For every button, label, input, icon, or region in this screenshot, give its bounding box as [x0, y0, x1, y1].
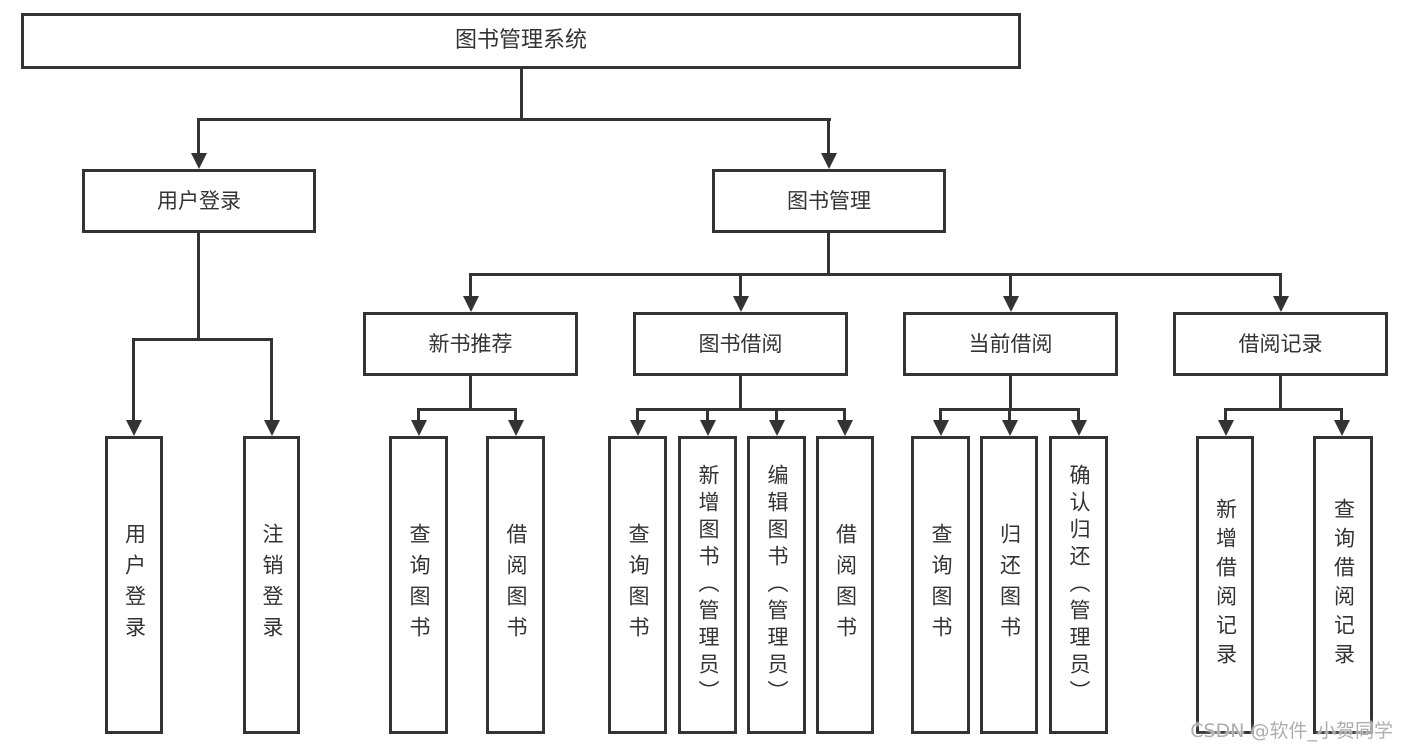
arrowhead-leaf-d3: [1071, 420, 1087, 436]
node-user-login-label: 用户登录: [157, 188, 241, 213]
connector-current-borrow-stem: [1009, 376, 1012, 408]
connector-leaf-b1-drop: [417, 408, 420, 421]
leaf-borrow-book-borrow: 借阅图书: [816, 436, 874, 734]
leaf-query-book-borrow: 查询图书: [608, 436, 667, 734]
connector-leaf-e2-drop: [1340, 408, 1343, 421]
leaf-return-book-label: 归还图书: [997, 523, 1022, 647]
leaf-query-book-current: 查询图书: [911, 436, 970, 734]
connector-leaf-d1-drop: [939, 408, 942, 421]
arrowhead-user-login: [191, 153, 207, 169]
arrowhead-leaf-c2: [700, 420, 716, 436]
connector-leaf-a1-drop: [132, 338, 135, 421]
connector-leaf-d3-drop: [1077, 408, 1080, 421]
leaf-edit-book-admin-label: 编辑图书（管理员）: [765, 463, 789, 707]
node-book-mgmt-label: 图书管理: [787, 188, 871, 213]
arrowhead-borrow-records: [1273, 296, 1289, 312]
connector-groupA-rail: [132, 338, 273, 341]
arrowhead-new-book-rec: [463, 296, 479, 312]
node-borrow-records-label: 借阅记录: [1238, 331, 1323, 356]
leaf-query-book-newrec-label: 查询图书: [407, 523, 431, 647]
connector-user-login-stem: [197, 233, 200, 338]
leaf-add-borrow-record-label: 新增借阅记录: [1213, 498, 1238, 672]
arrowhead-leaf-b2: [508, 420, 524, 436]
connector-leaf-c4-drop: [843, 408, 846, 421]
connector-new-book-rec-drop: [469, 273, 472, 297]
connector-groupE-rail: [1224, 408, 1343, 411]
leaf-logout-label: 注销登录: [260, 523, 284, 647]
arrowhead-leaf-e2: [1334, 420, 1350, 436]
connector-leaf-c2-drop: [706, 408, 709, 421]
connector-level1-rail: [197, 118, 831, 121]
leaf-query-borrow-record: 查询借阅记录: [1313, 436, 1373, 734]
connector-book-borrow-drop: [739, 273, 742, 297]
arrowhead-book-borrow: [733, 296, 749, 312]
leaf-confirm-return-admin: 确认归还（管理员）: [1049, 436, 1108, 734]
leaf-query-book-current-label: 查询图书: [929, 523, 953, 647]
arrowhead-leaf-d2: [1002, 420, 1018, 436]
connector-borrow-records-stem: [1279, 376, 1282, 408]
leaf-query-book-newrec: 查询图书: [389, 436, 448, 734]
arrowhead-leaf-c3: [769, 420, 785, 436]
leaf-borrow-book-borrow-label: 借阅图书: [833, 523, 858, 647]
leaf-logout: 注销登录: [243, 436, 300, 734]
connector-leaf-a2-drop: [270, 338, 273, 421]
arrowhead-leaf-a2: [264, 420, 280, 436]
leaf-return-book: 归还图书: [980, 436, 1038, 734]
connector-groupB-rail: [417, 408, 517, 411]
node-current-borrow-label: 当前借阅: [968, 331, 1053, 356]
node-new-book-rec: 新书推荐: [363, 312, 578, 376]
node-new-book-rec-label: 新书推荐: [428, 331, 513, 356]
connector-level2-rail: [469, 273, 1282, 276]
node-current-borrow: 当前借阅: [903, 312, 1118, 376]
connector-book-mgmt-stem: [827, 233, 830, 273]
leaf-query-book-borrow-label: 查询图书: [626, 523, 650, 647]
arrowhead-leaf-b1: [411, 420, 427, 436]
connector-leaf-e1-drop: [1224, 408, 1227, 421]
node-book-borrow: 图书借阅: [633, 312, 848, 376]
node-root: 图书管理系统: [21, 13, 1021, 69]
arrowhead-leaf-e1: [1218, 420, 1234, 436]
csdn-watermark: CSDN @软件_小贺同学: [1190, 720, 1393, 742]
arrowhead-leaf-d1: [933, 420, 949, 436]
connector-leaf-c1-drop: [636, 408, 639, 421]
leaf-confirm-return-admin-label: 确认归还（管理员）: [1067, 463, 1091, 707]
leaf-user-login-label: 用户登录: [122, 523, 147, 647]
connector-root-stem: [520, 69, 523, 118]
connector-leaf-d2-drop: [1008, 408, 1011, 421]
leaf-edit-book-admin: 编辑图书（管理员）: [747, 436, 806, 734]
leaf-add-book-admin: 新增图书（管理员）: [678, 436, 737, 734]
arrowhead-leaf-c4: [837, 420, 853, 436]
arrowhead-current-borrow: [1003, 296, 1019, 312]
connector-groupC-rail: [636, 408, 846, 411]
arrowhead-leaf-c1: [630, 420, 646, 436]
connector-user-login-drop: [197, 118, 200, 154]
leaf-query-borrow-record-label: 查询借阅记录: [1331, 498, 1356, 672]
leaf-borrow-book-newrec-label: 借阅图书: [504, 523, 528, 647]
node-book-mgmt: 图书管理: [712, 169, 946, 233]
node-root-label: 图书管理系统: [454, 28, 587, 53]
node-book-borrow-label: 图书借阅: [698, 331, 783, 356]
connector-book-borrow-stem: [739, 376, 742, 408]
leaf-borrow-book-newrec: 借阅图书: [486, 436, 545, 734]
leaf-add-book-admin-label: 新增图书（管理员）: [696, 463, 720, 707]
connector-book-mgmt-drop: [827, 118, 830, 154]
leaf-user-login: 用户登录: [105, 436, 163, 734]
node-user-login: 用户登录: [82, 169, 316, 233]
connector-borrow-records-drop: [1279, 273, 1282, 297]
connector-current-borrow-drop: [1009, 273, 1012, 297]
arrowhead-book-mgmt: [821, 153, 837, 169]
connector-leaf-c3-drop: [775, 408, 778, 421]
connector-new-book-rec-stem: [469, 376, 472, 408]
connector-leaf-b2-drop: [514, 408, 517, 421]
node-borrow-records: 借阅记录: [1173, 312, 1388, 376]
leaf-add-borrow-record: 新增借阅记录: [1196, 436, 1254, 734]
arrowhead-leaf-a1: [126, 420, 142, 436]
